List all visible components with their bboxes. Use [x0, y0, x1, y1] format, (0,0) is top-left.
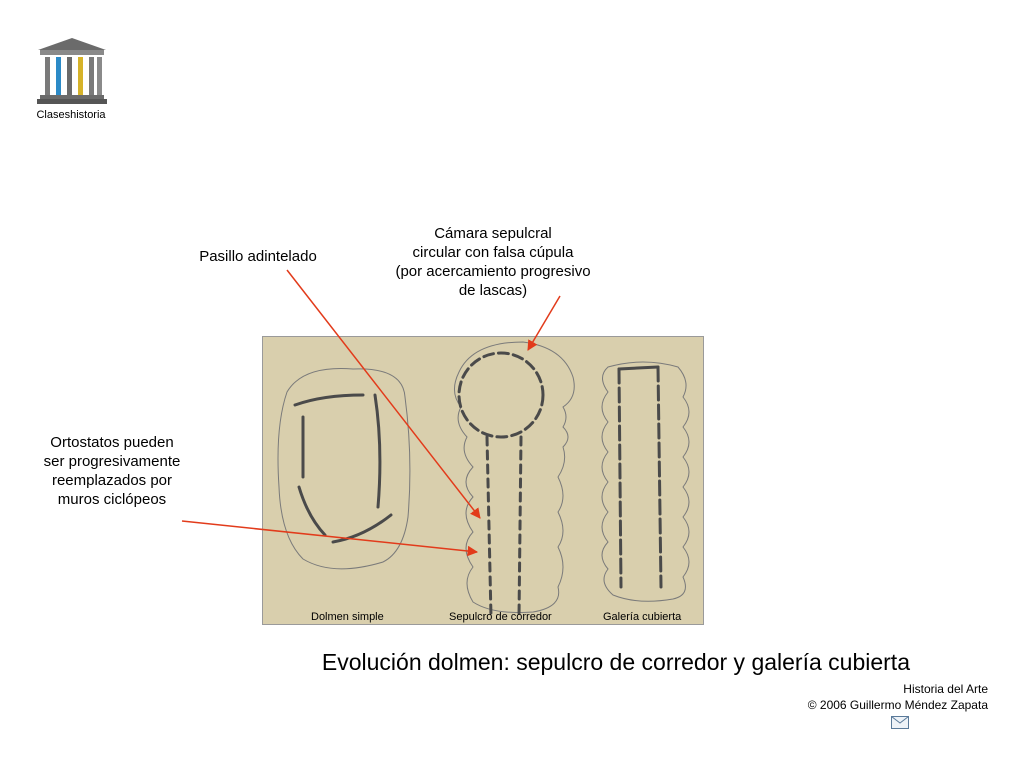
annotation-ortostatos-line: Ortostatos pueden — [50, 434, 174, 451]
annotation-camara-line: circular con falsa cúpula — [412, 244, 574, 261]
mail-icon[interactable] — [891, 716, 909, 729]
slide-title: Evolución dolmen: sepulcro de corredor y… — [321, 649, 910, 675]
dolmen-stone — [331, 513, 393, 544]
dolmen-stone — [297, 485, 327, 537]
annotation-ortostatos: Ortostatos pueden ser progresivamente re… — [24, 433, 200, 509]
logo-label: Claseshistoria — [36, 109, 106, 121]
sepulcro-chamber-stones — [457, 351, 545, 439]
annotation-ortostatos-line: reemplazados por — [51, 472, 173, 489]
dolmen-stone — [373, 393, 382, 509]
figure-label-galeria: Galería cubierta — [603, 611, 682, 623]
annotation-camara-line: Cámara sepulcral — [434, 225, 552, 242]
dolmen-plans-drawing: Dolmen simple Sepulcro de corredor Galer… — [277, 341, 690, 623]
annotation-camara-line: (por acercamiento progresivo — [395, 263, 591, 280]
dolmen-stone — [293, 393, 365, 407]
annotation-pasillo: Pasillo adintelado — [199, 248, 317, 265]
galeria-wall-stones — [656, 365, 663, 589]
galeria-mound-outline — [601, 361, 690, 602]
annotation-camara: Cámara sepulcral circular con falsa cúpu… — [368, 224, 618, 300]
figure-label-dolmen: Dolmen simple — [311, 611, 384, 623]
figure-label-sepulcro: Sepulcro de corredor — [449, 611, 552, 623]
annotation-camara-line: de lascas) — [458, 282, 528, 299]
sepulcro-mound-outline — [454, 341, 575, 613]
galeria-wall-stones — [617, 367, 623, 589]
dolmen-plan-figure: Dolmen simple Sepulcro de corredor Galer… — [262, 336, 704, 625]
sepulcro-corridor-stones — [517, 435, 523, 619]
annotation-ortostatos-line: muros ciclópeos — [57, 491, 167, 508]
sepulcro-corridor-stones — [485, 435, 493, 619]
credit: Historia del Arte © 2006 Guillermo Ménde… — [700, 681, 988, 713]
temple-icon[interactable] — [36, 38, 108, 104]
galeria-end-stone — [617, 365, 660, 371]
annotation-ortostatos-line: ser progresivamente — [43, 453, 181, 470]
credit-line-1: Historia del Arte — [903, 682, 988, 696]
credit-line-2: © 2006 Guillermo Méndez Zapata — [807, 698, 988, 712]
